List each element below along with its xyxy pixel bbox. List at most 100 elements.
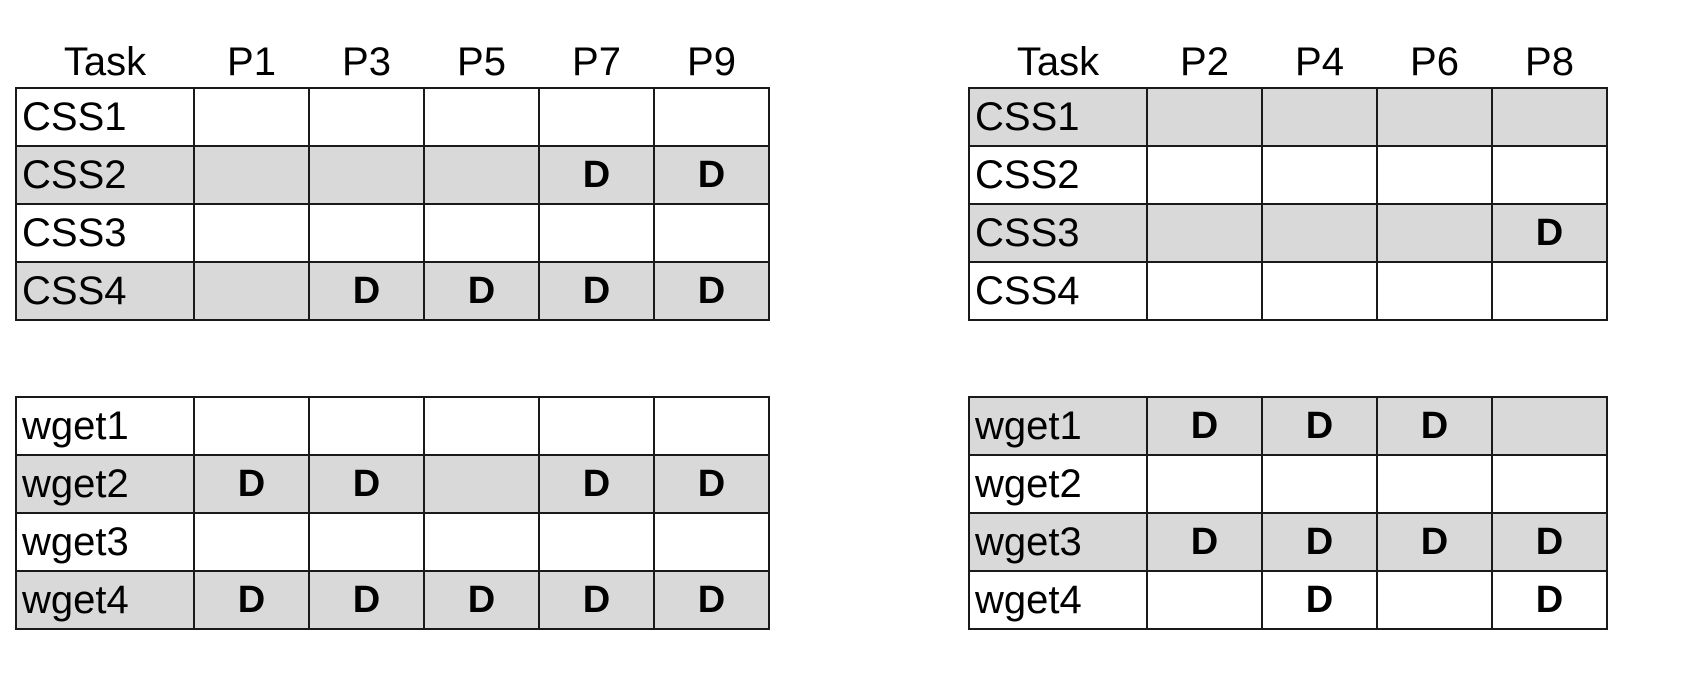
status-cell: D <box>1491 570 1608 630</box>
status-cell: D <box>308 261 425 321</box>
task-label-cell: wget3 <box>968 512 1148 572</box>
process-column-header: P6 <box>1410 40 1459 84</box>
status-cell: D <box>653 261 770 321</box>
status-cell <box>653 396 770 456</box>
table-row: CSS1 <box>968 87 1608 147</box>
task-label-cell: CSS1 <box>968 87 1148 147</box>
status-cell: D <box>1491 203 1608 263</box>
status-cell <box>308 203 425 263</box>
table-row: CSS1 <box>15 87 770 147</box>
status-cell <box>193 145 310 205</box>
task-label-cell: wget1 <box>968 396 1148 456</box>
table-row: CSS3 <box>15 203 770 263</box>
status-cell <box>538 87 655 147</box>
status-cell <box>1376 87 1493 147</box>
status-cell: D <box>653 145 770 205</box>
status-cell <box>1146 87 1263 147</box>
status-cell <box>538 203 655 263</box>
status-cell <box>423 512 540 572</box>
status-cell <box>1146 570 1263 630</box>
task-label-cell: wget2 <box>968 454 1148 514</box>
status-cell: D <box>538 570 655 630</box>
status-cell <box>1261 87 1378 147</box>
process-column-header: P9 <box>687 40 736 84</box>
status-cell <box>423 454 540 514</box>
status-cell <box>1146 203 1263 263</box>
status-cell <box>1376 203 1493 263</box>
status-cell <box>423 87 540 147</box>
table-row: wget3 <box>15 512 770 572</box>
status-cell <box>538 512 655 572</box>
process-column-header: P7 <box>572 40 621 84</box>
status-cell <box>308 396 425 456</box>
task-label-cell: wget4 <box>15 570 195 630</box>
status-cell <box>653 87 770 147</box>
task-label-cell: CSS2 <box>968 145 1148 205</box>
status-cell <box>1261 261 1378 321</box>
status-cell <box>1491 87 1608 147</box>
status-cell <box>423 145 540 205</box>
status-cell <box>1491 145 1608 205</box>
status-cell: D <box>423 570 540 630</box>
status-cell: D <box>653 454 770 514</box>
status-cell: D <box>1261 396 1378 456</box>
status-cell <box>1261 454 1378 514</box>
table-row: CSS2 <box>968 145 1608 205</box>
process-column-header: P2 <box>1180 40 1229 84</box>
status-cell: D <box>538 454 655 514</box>
process-column-header: P3 <box>342 40 391 84</box>
status-cell: D <box>308 570 425 630</box>
status-cell <box>1491 261 1608 321</box>
header-row: Task P2 P4 P6 P8 <box>969 33 1607 88</box>
status-cell <box>308 145 425 205</box>
status-cell: D <box>193 570 310 630</box>
status-cell: D <box>1376 396 1493 456</box>
table-row: CSS4 <box>968 261 1608 321</box>
task-column-header: Task <box>63 40 147 84</box>
status-cell <box>1376 145 1493 205</box>
status-cell <box>308 512 425 572</box>
status-cell <box>193 512 310 572</box>
table-row: wget4 D D <box>968 570 1608 630</box>
status-cell <box>1261 203 1378 263</box>
status-cell <box>1146 454 1263 514</box>
status-cell: D <box>653 570 770 630</box>
status-cell <box>193 203 310 263</box>
status-cell <box>193 396 310 456</box>
status-cell: D <box>1376 512 1493 572</box>
task-label-cell: CSS4 <box>968 261 1148 321</box>
status-cell <box>1376 570 1493 630</box>
status-cell <box>1376 454 1493 514</box>
status-cell: D <box>1261 512 1378 572</box>
task-label-cell: wget4 <box>968 570 1148 630</box>
status-cell: D <box>308 454 425 514</box>
status-cell <box>1491 396 1608 456</box>
process-column-header: P8 <box>1525 40 1574 84</box>
status-cell <box>653 203 770 263</box>
task-column-header: Task <box>1016 40 1100 84</box>
process-column-header: P4 <box>1295 40 1344 84</box>
status-cell <box>538 396 655 456</box>
status-cell: D <box>538 261 655 321</box>
status-cell: D <box>1261 570 1378 630</box>
status-cell <box>423 396 540 456</box>
status-cell <box>193 261 310 321</box>
task-label-cell: wget2 <box>15 454 195 514</box>
task-label-cell: CSS2 <box>15 145 195 205</box>
status-cell <box>1146 145 1263 205</box>
status-cell: D <box>1146 396 1263 456</box>
status-cell: D <box>538 145 655 205</box>
status-cell <box>423 203 540 263</box>
status-cell <box>1261 145 1378 205</box>
task-label-cell: wget1 <box>15 396 195 456</box>
